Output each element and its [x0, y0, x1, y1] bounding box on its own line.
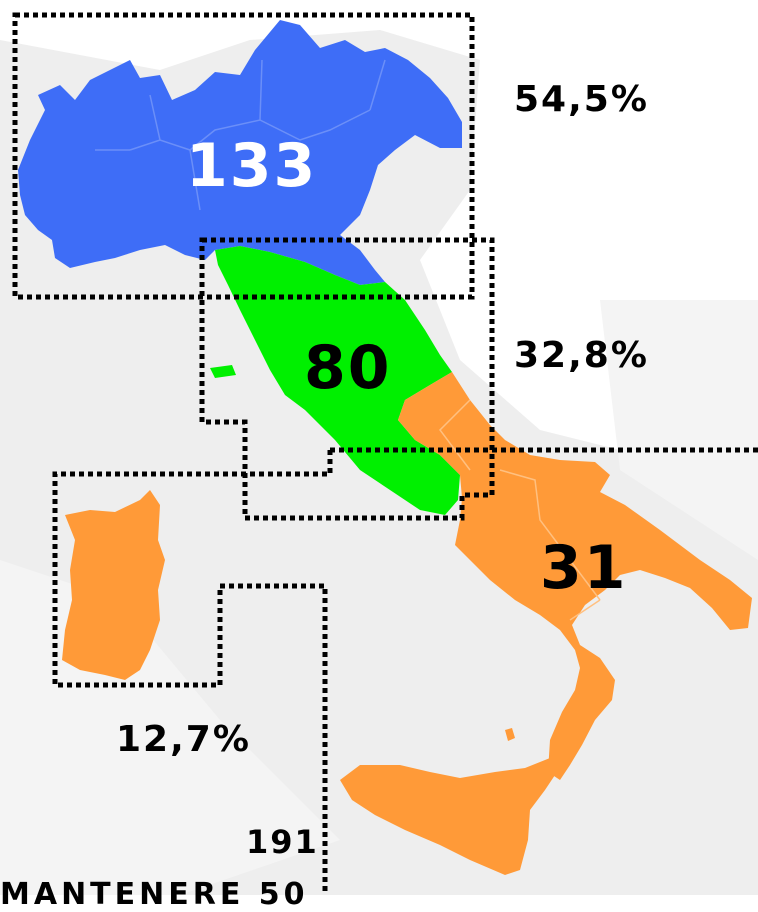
center-percent: 32,8%: [514, 335, 649, 376]
island-sardinia: [62, 490, 165, 680]
north-seat-count: 133: [186, 131, 318, 201]
region-north: [18, 20, 462, 285]
elba-island: [210, 365, 236, 378]
aeolian-islet: [505, 728, 515, 741]
box-north: [12, 12, 475, 300]
island-sicily: [340, 758, 555, 875]
bottom-cut-text: MANTENERE 50: [0, 877, 309, 912]
dotted-box-outlines: [12, 12, 758, 895]
region-center: [215, 246, 460, 515]
total-seats: 191: [246, 823, 319, 861]
south-internal-borders: [439, 399, 601, 621]
north-internal-borders: [95, 59, 386, 211]
region-south: [398, 372, 752, 780]
south-percent: 12,7%: [116, 719, 251, 760]
box-center: [199, 237, 495, 521]
center-seat-count: 80: [304, 333, 392, 403]
north-percent: 54,5%: [514, 79, 649, 120]
south-seat-count: 31: [540, 533, 628, 603]
shadow-stripes: [0, 300, 758, 895]
